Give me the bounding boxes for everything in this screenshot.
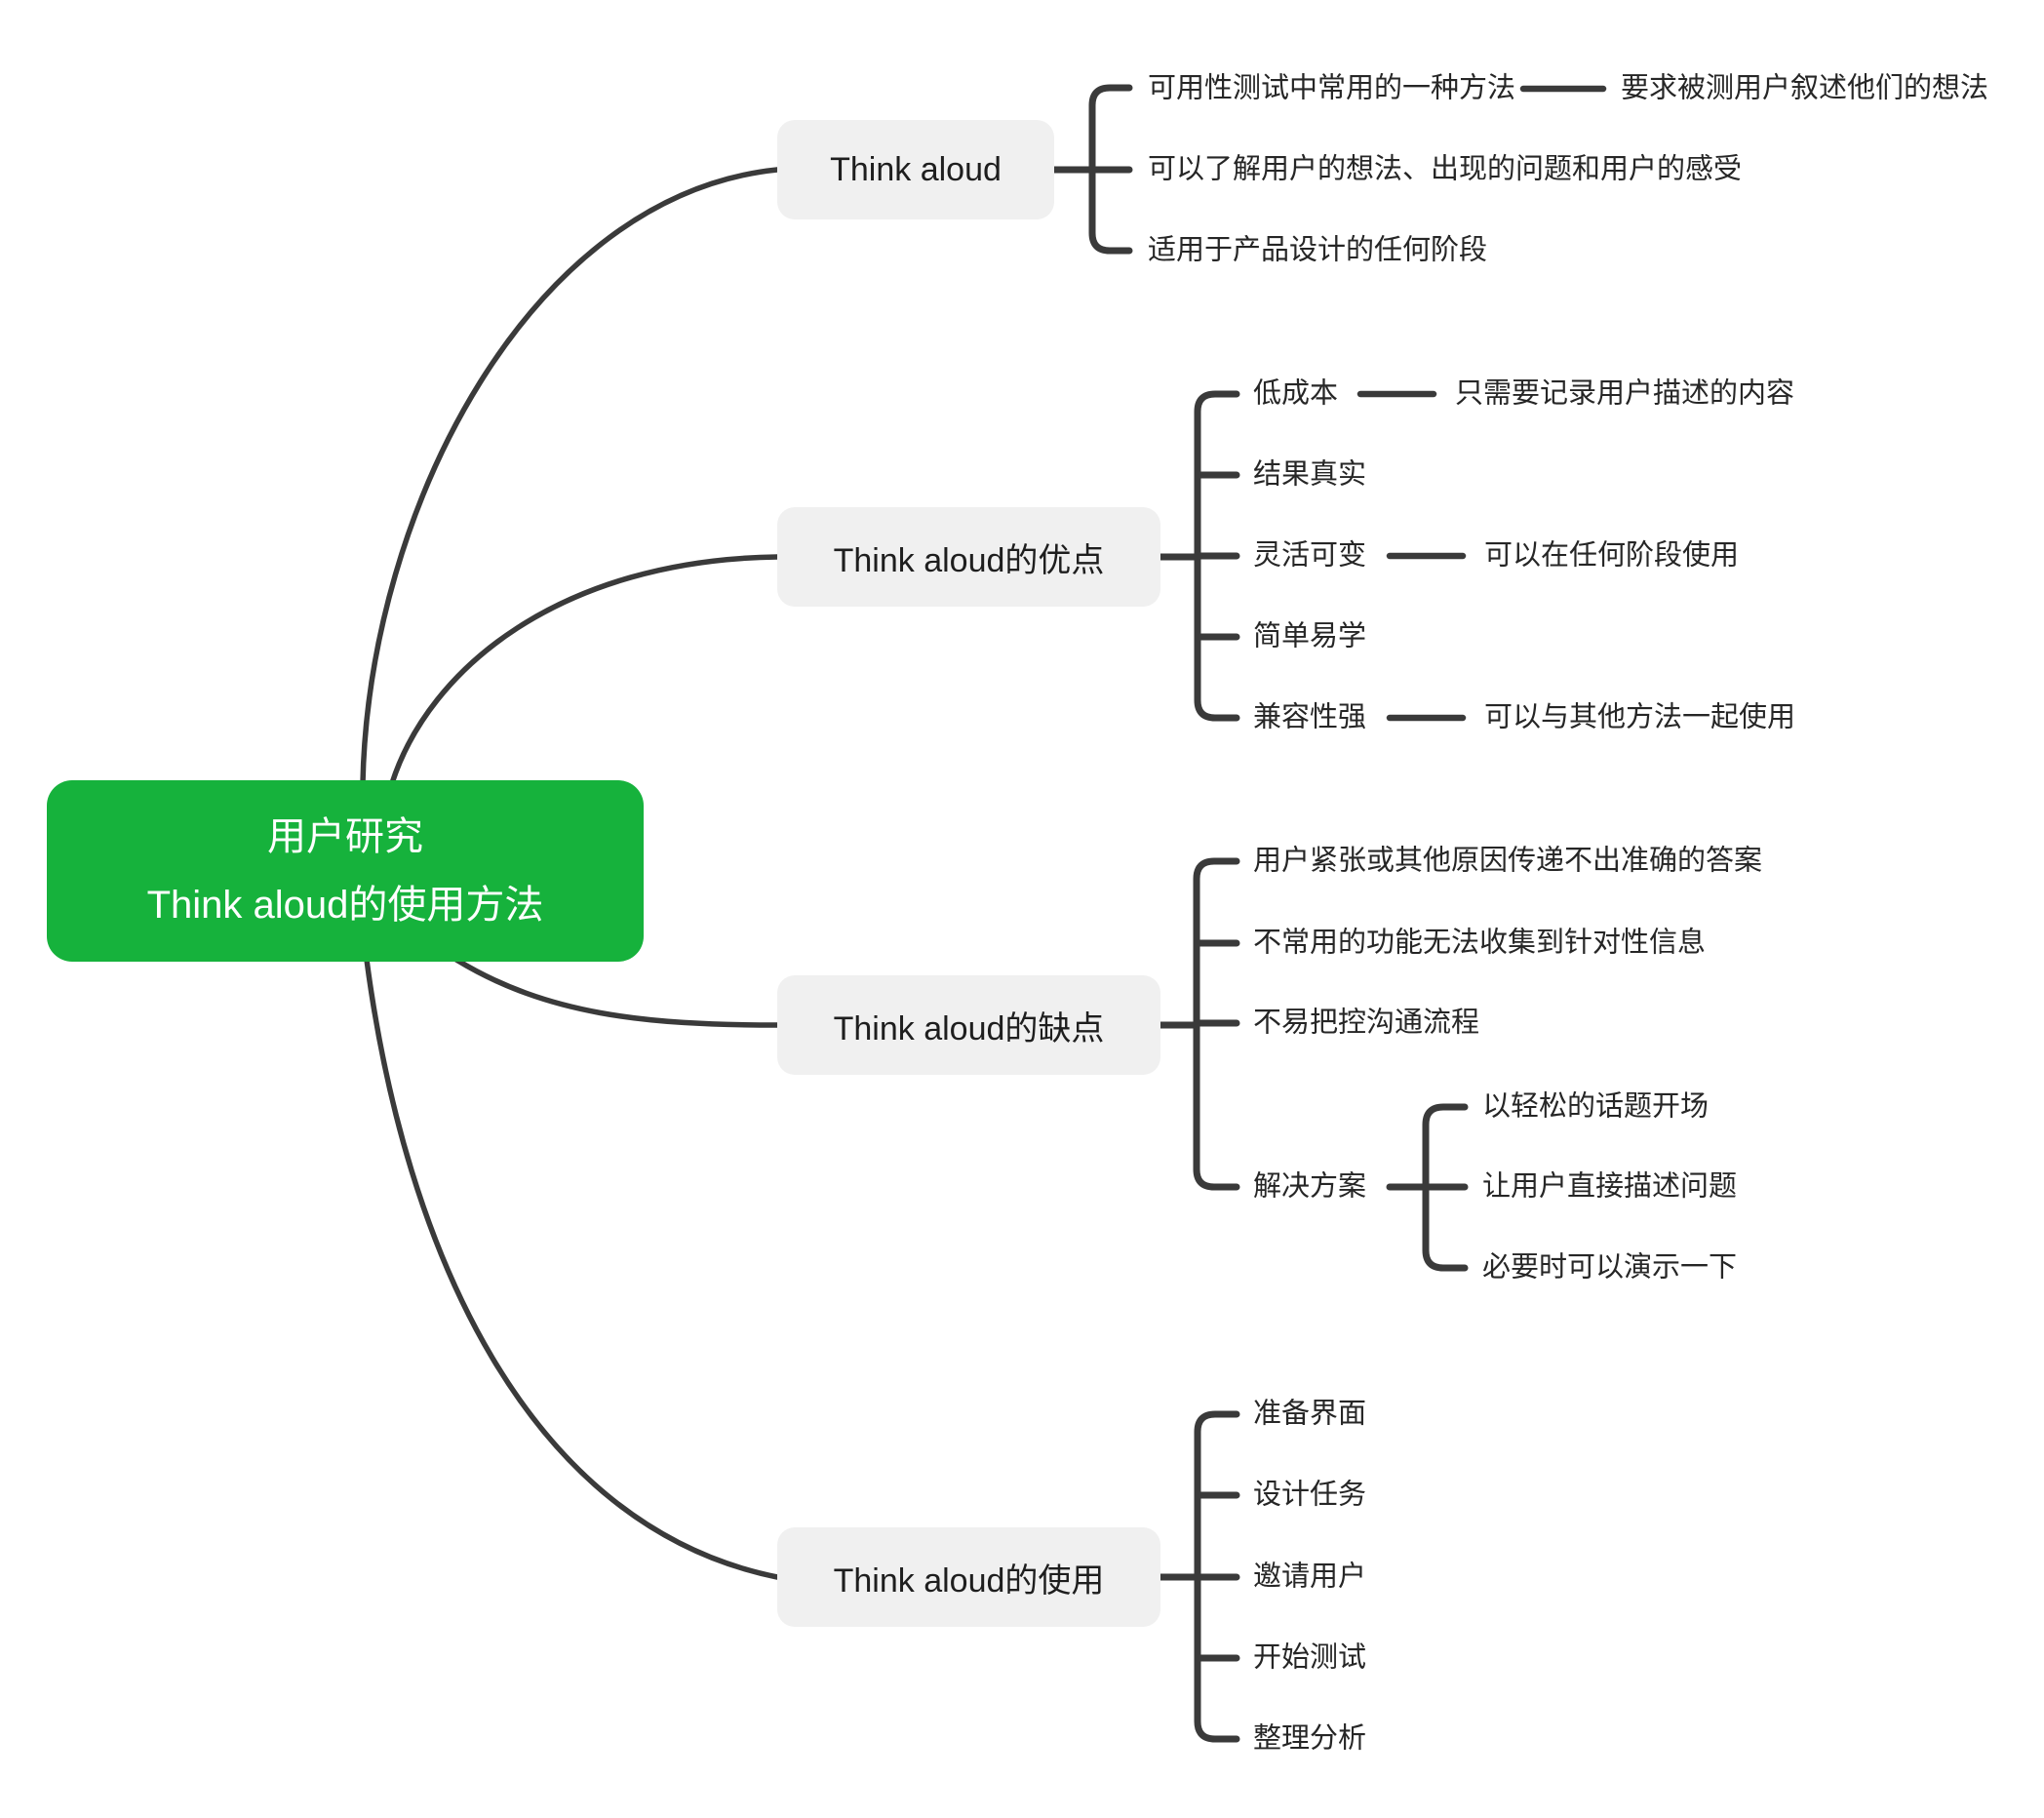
- topic-design-tasks[interactable]: 设计任务: [1253, 1479, 1367, 1511]
- branch-node-think-aloud[interactable]: Think aloud: [777, 120, 1054, 219]
- topic-organize-analyze[interactable]: 整理分析: [1253, 1722, 1367, 1755]
- topic-solutions[interactable]: 解决方案: [1253, 1170, 1367, 1203]
- curve-root-to-branch-0: [360, 167, 780, 786]
- branch-label: Think aloud的使用: [833, 1561, 1105, 1600]
- topic-invite-users[interactable]: 邀请用户: [1253, 1561, 1367, 1593]
- branch-label: Think aloud: [830, 150, 1002, 188]
- root-node[interactable]: 用户研究 Think aloud的使用方法: [47, 780, 644, 962]
- topic-usable-any-stage[interactable]: 可以在任何阶段使用: [1484, 539, 1740, 572]
- topic-nervous-users[interactable]: 用户紧张或其他原因传递不出准确的答案: [1253, 845, 1763, 877]
- topic-any-design-stage[interactable]: 适用于产品设计的任何阶段: [1148, 234, 1488, 266]
- topic-relaxed-opening[interactable]: 以轻松的话题开场: [1482, 1090, 1710, 1123]
- topic-start-testing[interactable]: 开始测试: [1253, 1641, 1367, 1674]
- topic-combine-methods[interactable]: 可以与其他方法一起使用: [1484, 701, 1796, 733]
- topic-demo-if-needed[interactable]: 必要时可以演示一下: [1482, 1251, 1738, 1284]
- topic-usability-method[interactable]: 可用性测试中常用的一种方法: [1148, 72, 1516, 104]
- curve-root-to-branch-2: [453, 957, 780, 1028]
- topic-rare-features[interactable]: 不常用的功能无法收集到针对性信息: [1253, 927, 1707, 959]
- branch-node-usage[interactable]: Think aloud的使用: [777, 1527, 1160, 1627]
- topic-ask-users-narrate[interactable]: 要求被测用户叙述他们的想法: [1621, 72, 1989, 104]
- topic-flexible[interactable]: 灵活可变: [1253, 539, 1367, 572]
- branch-node-disadvantages[interactable]: Think aloud的缺点: [777, 975, 1160, 1075]
- topic-low-cost[interactable]: 低成本: [1253, 377, 1339, 410]
- topic-hard-to-control[interactable]: 不易把控沟通流程: [1253, 1007, 1480, 1039]
- topic-prepare-ui[interactable]: 准备界面: [1253, 1398, 1367, 1430]
- branch-label: Think aloud的优点: [833, 541, 1105, 579]
- curve-root-to-branch-1: [389, 554, 780, 786]
- topic-only-record[interactable]: 只需要记录用户描述的内容: [1455, 377, 1795, 410]
- topic-compatible[interactable]: 兼容性强: [1253, 701, 1367, 733]
- branch-node-advantages[interactable]: Think aloud的优点: [777, 507, 1160, 607]
- branch-label: Think aloud的缺点: [833, 1009, 1105, 1047]
- curve-root-to-branch-3: [364, 957, 780, 1580]
- topic-easy-to-learn[interactable]: 简单易学: [1253, 620, 1367, 652]
- topic-real-results[interactable]: 结果真实: [1253, 458, 1367, 491]
- topic-understand-users[interactable]: 可以了解用户的想法、出现的问题和用户的感受: [1148, 153, 1743, 185]
- topic-describe-directly[interactable]: 让用户直接描述问题: [1482, 1170, 1738, 1203]
- root-title-line-1: 用户研究: [267, 815, 423, 858]
- root-title-line-2: Think aloud的使用方法: [146, 884, 544, 927]
